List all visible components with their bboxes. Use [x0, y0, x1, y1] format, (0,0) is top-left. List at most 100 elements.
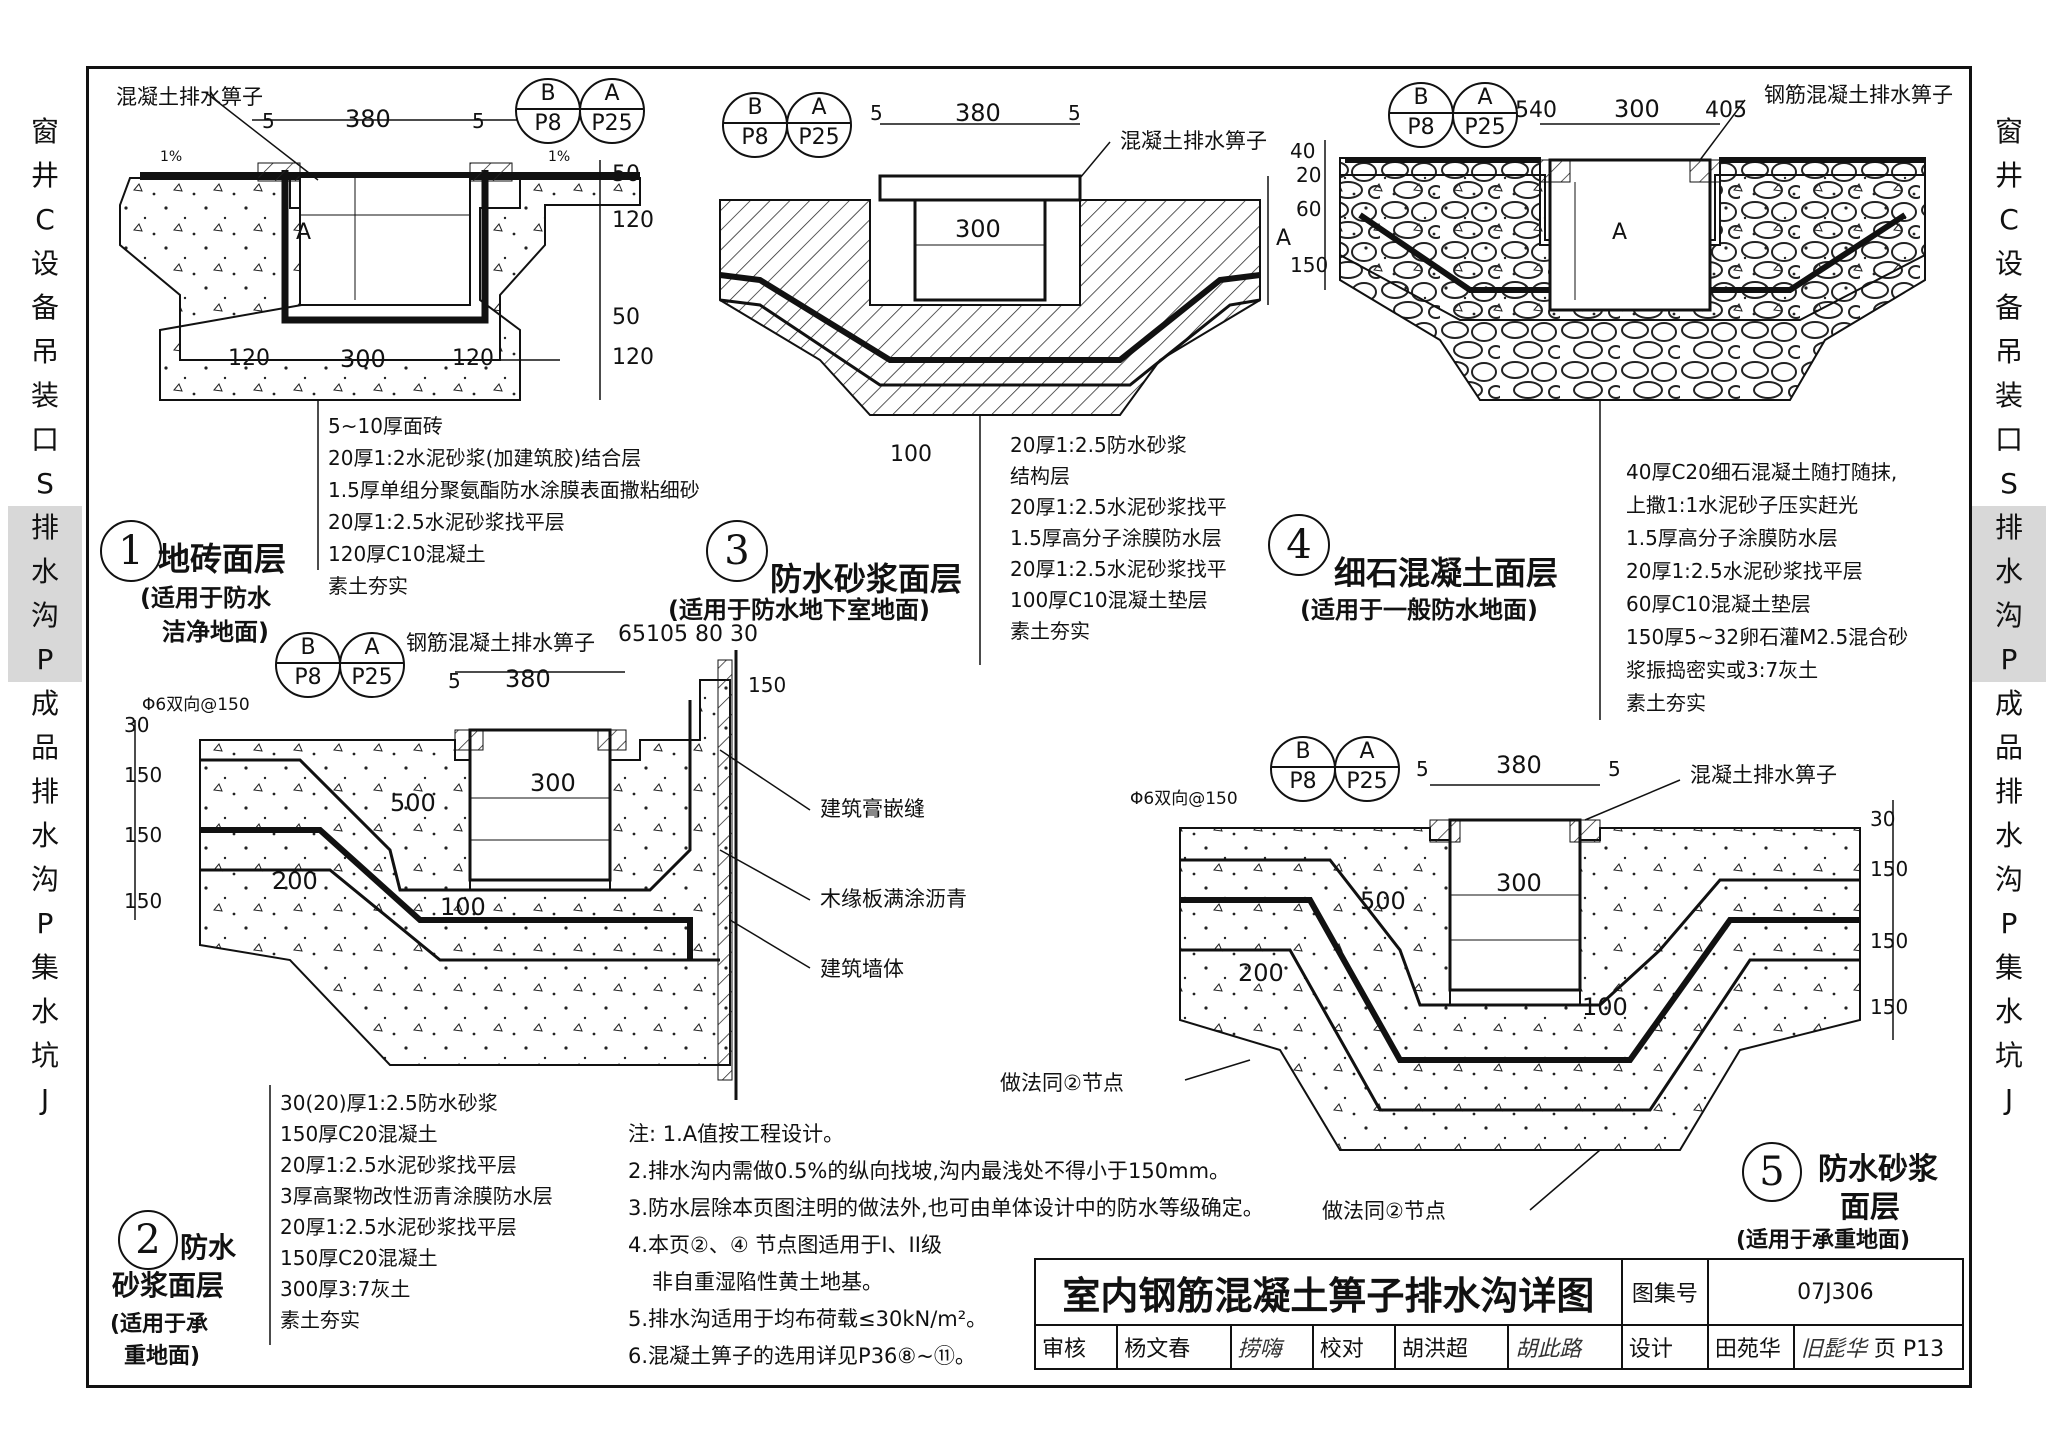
detail3-grate-label: 混凝土排水箅子: [1120, 129, 1267, 153]
review-label: 审核: [1033, 1324, 1119, 1370]
detail1-layer: 20厚1:2.5水泥砂浆找平层: [328, 510, 565, 534]
note-item: 2.排水沟内需做0.5%的纵向找坡,沟内最浅处不得小于150mm。: [628, 1159, 1231, 1183]
page-number: P13: [1902, 1337, 1945, 1362]
detail2-layer-list: 30(20)厚1:2.5防水砂浆 150厚C20混凝土 20厚1:2.5水泥砂浆…: [280, 1088, 553, 1336]
side-index-char: J: [40, 1083, 50, 1116]
detail4-layer: 1.5厚高分子涂膜防水层: [1626, 526, 1838, 550]
detail1-dim-side-left: 120: [228, 346, 270, 371]
side-index-char: 水: [1972, 550, 2046, 594]
ref2-top: A: [811, 95, 827, 120]
detail5-dim-gap-left: 5: [1416, 757, 1429, 781]
detail2-title-1: 防水: [180, 1231, 237, 1264]
side-index-char: 品: [1994, 731, 2023, 764]
detail3-dim-gap-left: 5: [870, 101, 883, 125]
check-label: 校对: [1311, 1324, 1397, 1370]
side-index-char: 窗: [30, 115, 59, 148]
checker-signature: 胡此路: [1507, 1324, 1623, 1370]
detail2-rebar-label: Φ6双向@150: [142, 695, 250, 715]
detail1-dim-gap-right: 5: [472, 109, 485, 133]
side-index-char: 排: [30, 775, 59, 808]
detail2-number: 2: [118, 1210, 178, 1270]
detail1-slope-left: 1%: [160, 149, 183, 165]
detail1-layer: 素土夯实: [328, 574, 408, 598]
side-index-char: 口: [1994, 423, 2023, 456]
detail3-subtitle: (适用于防水地下室地面): [668, 596, 930, 624]
ref2-bottom: P25: [341, 662, 403, 692]
note-item: 3.防水层除本页图注明的做法外,也可由单体设计中的防水等级确定。: [628, 1196, 1264, 1220]
side-index-char: 窗: [1994, 115, 2023, 148]
ref1-top: B: [540, 81, 556, 106]
side-index-char: 井: [30, 159, 59, 192]
designer-signature: 旧髭华: [1800, 1337, 1867, 1362]
detail4-layer: 40厚C20细石混凝土随打随抹,: [1626, 460, 1898, 484]
detail3-number: 3: [706, 520, 768, 582]
reviewer-name: 杨文春: [1116, 1324, 1232, 1370]
side-index-char: 备: [1994, 291, 2023, 324]
detail4-dim-v1: 40: [1290, 139, 1316, 163]
detail2-dim-500: 500: [390, 789, 436, 817]
ref1-bottom: P8: [724, 122, 786, 152]
detail1-dim-h1: 50: [612, 162, 640, 187]
designer-name: 田苑华: [1706, 1324, 1795, 1370]
side-index-char: S: [36, 467, 54, 500]
detail1-dim-base: 300: [340, 345, 386, 373]
detail4-dim-top: 540: [1515, 98, 1557, 123]
detail5-dim-v150b: 150: [1870, 929, 1909, 953]
detail5-same-as-2: 做法同②节点: [1322, 1199, 1446, 1223]
detail4-dim-width: 300: [1614, 95, 1660, 123]
side-index-char: 设: [30, 247, 59, 280]
side-index-char: 水: [30, 995, 59, 1028]
detail1-layer: 120厚C10混凝土: [328, 542, 486, 566]
detail4-layer: 上撒1:1水泥砂子压实赶光: [1626, 493, 1859, 517]
side-index-char: 品: [30, 731, 59, 764]
detail5-section: [1179, 779, 1894, 1211]
detail3-layer: 素土夯实: [1010, 619, 1090, 643]
note-item: 6.混凝土箅子的选用详见P36⑧~⑪。: [628, 1344, 976, 1368]
detail1-layer: 1.5厚单组分聚氨酯防水涂膜表面撒粘细砂: [328, 478, 700, 502]
detail3-layer: 结构层: [1010, 464, 1070, 488]
detail4-dim-v4: 150: [1290, 253, 1329, 277]
detail1-dim-width: 380: [345, 105, 391, 133]
detail4-layer: 20厚1:2.5水泥砂浆找平层: [1626, 559, 1863, 583]
design-label: 设计: [1620, 1324, 1709, 1370]
detail2-layer: 3厚高聚物改性沥青涂膜防水层: [280, 1184, 553, 1208]
detail3-dim-width: 380: [955, 99, 1001, 127]
detail3-layer: 100厚C10混凝土垫层: [1010, 588, 1208, 612]
detail2-layer: 20厚1:2.5水泥砂浆找平层: [280, 1153, 517, 1177]
detail1-layer: 5~10厚面砖: [328, 414, 443, 438]
detail5-dim-v30: 30: [1870, 807, 1896, 831]
note-item: 1.A值按工程设计。: [662, 1122, 845, 1146]
detail3-layer: 1.5厚高分子涂膜防水层: [1010, 526, 1222, 550]
detail4-layer: 素土夯实: [1626, 691, 1706, 715]
ref1-bottom: P8: [517, 108, 579, 138]
page-cell: 旧髭华 页 P13: [1792, 1324, 1965, 1370]
atlas-number: 07J306: [1706, 1258, 1965, 1326]
side-index-char: 沟: [1972, 594, 2046, 638]
detail1-dim-h3: 50: [612, 305, 640, 330]
detail3-dim-inner: 300: [955, 215, 1001, 243]
detail2-dim-v150b: 150: [124, 823, 163, 847]
side-index-char: 水: [8, 550, 82, 594]
detail1-layer-list: 5~10厚面砖 20厚1:2水泥砂浆(加建筑胶)结合层 1.5厚单组分聚氨酯防水…: [328, 410, 700, 602]
side-index-char: 沟: [1994, 863, 2023, 896]
note-item: 4.本页②、④ 节点图适用于I、II级: [628, 1233, 942, 1257]
detail4-title: 细石混凝土面层: [1334, 554, 1559, 592]
detail5-dim-500: 500: [1360, 887, 1406, 915]
ref1-bottom: P8: [1390, 112, 1452, 142]
side-index-char: C: [35, 203, 55, 236]
side-index-char: 成: [1994, 687, 2023, 720]
side-index-char: C: [1999, 203, 2019, 236]
detail5-dim-gap-right: 5: [1608, 757, 1621, 781]
side-index-char: 成: [30, 687, 59, 720]
detail4-layer: 浆振捣密实或3:7灰土: [1626, 658, 1819, 682]
detail4-dim-v3: 60: [1296, 197, 1322, 221]
side-index-char: 井: [1994, 159, 2023, 192]
detail2-section: [134, 650, 811, 1345]
detail5-title-1: 防水砂浆: [1818, 1152, 1938, 1187]
side-index-char: 坑: [1994, 1039, 2023, 1072]
detail5-subtitle: (适用于承重地面): [1736, 1228, 1911, 1253]
detail3-layer-list: 20厚1:2.5防水砂浆 结构层 20厚1:2.5水泥砂浆找平 1.5厚高分子涂…: [1010, 430, 1227, 647]
drawing-frame: [86, 66, 1972, 1388]
